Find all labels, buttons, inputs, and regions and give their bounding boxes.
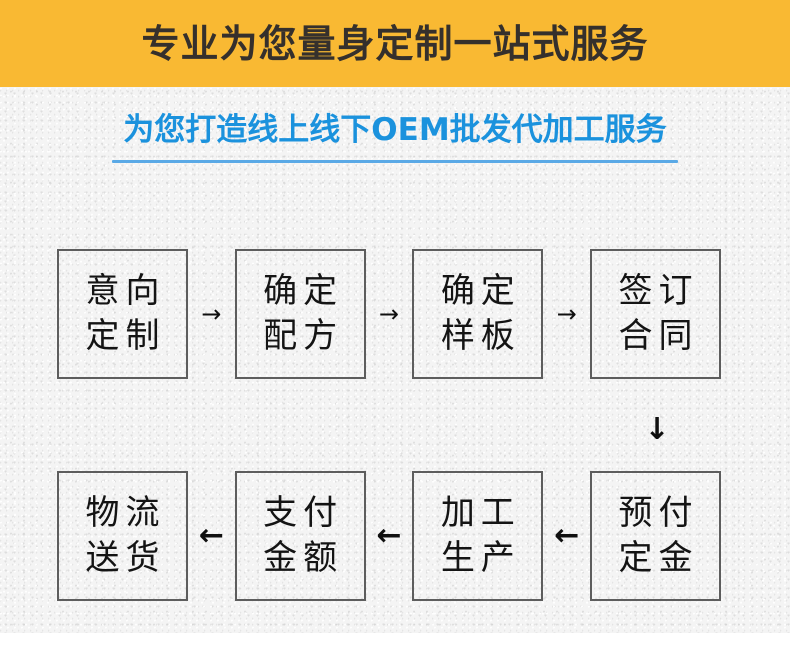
- subtitle-text: 为您打造线上线下OEM批发代加工服务: [123, 112, 667, 148]
- header-banner: 专业为您量身定制一站式服务: [0, 0, 790, 87]
- flow-node-line: 配方: [263, 316, 344, 356]
- flow-node-line: 金额: [263, 538, 344, 578]
- background-texture: [0, 87, 790, 633]
- flow-node-prepay-deposit: 预付 定金: [589, 471, 721, 601]
- arrow-right-icon: →: [556, 300, 577, 328]
- flow-node-line: 加工: [440, 493, 521, 534]
- arrow-left-icon: ←: [198, 518, 224, 553]
- banner-title: 专业为您量身定制一站式服务: [141, 21, 649, 66]
- flow-node-logistics-delivery: 物流 送货: [57, 471, 188, 601]
- arrow-right-icon: →: [378, 300, 400, 328]
- flow-node-confirm-sample: 确定 样板: [412, 249, 544, 379]
- flow-node-line: 物流: [85, 493, 166, 534]
- subtitle-block: 为您打造线上线下OEM批发代加工服务: [0, 112, 790, 163]
- arrow-down-icon: ↓: [644, 412, 670, 447]
- flow-node-line: 样板: [440, 316, 521, 356]
- flow-node-line: 确定: [440, 271, 521, 312]
- flow-node-line: 意向: [85, 271, 166, 312]
- subtitle-underline: [112, 159, 678, 163]
- flow-node-line: 支付: [263, 493, 344, 534]
- arrow-right-icon: →: [201, 300, 222, 328]
- flow-node-line: 生产: [440, 538, 521, 578]
- flow-row-1: 意向 定制 → 确定 配方 → 确定 样板 → 签订 合同: [57, 249, 721, 379]
- flow-node-sign-contract: 签订 合同: [589, 249, 721, 379]
- flow-node-processing-production: 加工 生产: [412, 471, 544, 601]
- flow-node-line: 签订: [618, 271, 699, 312]
- flow-node-line: 定金: [618, 538, 699, 578]
- flow-node-pay-balance: 支付 金额: [234, 471, 366, 601]
- flow-node-line: 定制: [85, 316, 166, 356]
- flow-node-line: 预付: [618, 493, 699, 534]
- arrow-left-icon: ←: [554, 518, 580, 553]
- flow-node-line: 确定: [263, 271, 344, 312]
- flow-node-line: 合同: [618, 316, 699, 356]
- flow-row-2: 物流 送货 ← 支付 金额 ← 加工 生产 ← 预付 定金: [57, 471, 721, 601]
- flow-node-confirm-formula: 确定 配方: [234, 249, 366, 379]
- arrow-left-icon: ←: [376, 518, 402, 553]
- flow-node-intent-custom: 意向 定制: [57, 249, 188, 379]
- flow-node-line: 送货: [85, 538, 166, 578]
